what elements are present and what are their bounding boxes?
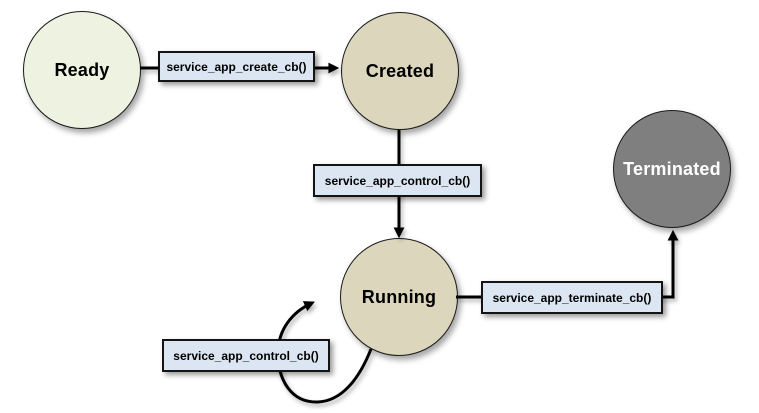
transition-label-create: service_app_create_cb() xyxy=(158,51,315,82)
transition-label-control-text: service_app_control_cb() xyxy=(324,173,471,188)
transition-label-control-loop-text: service_app_control_cb() xyxy=(173,348,319,363)
transition-label-control: service_app_control_cb() xyxy=(313,164,482,197)
state-label-ready: Ready xyxy=(54,59,110,80)
state-label-created: Created xyxy=(365,60,435,81)
state-node-created: Created xyxy=(341,12,459,130)
transition-label-control-loop: service_app_control_cb() xyxy=(162,339,330,372)
state-node-running: Running xyxy=(340,238,458,356)
state-label-terminated: Terminated xyxy=(623,158,721,179)
transition-label-create-text: service_app_create_cb() xyxy=(166,59,307,74)
state-node-ready: Ready xyxy=(23,11,141,129)
state-label-running: Running xyxy=(361,286,437,307)
transition-label-terminate-text: service_app_terminate_cb() xyxy=(492,290,652,305)
state-node-terminated: Terminated xyxy=(613,110,731,228)
transition-label-terminate: service_app_terminate_cb() xyxy=(481,281,663,314)
